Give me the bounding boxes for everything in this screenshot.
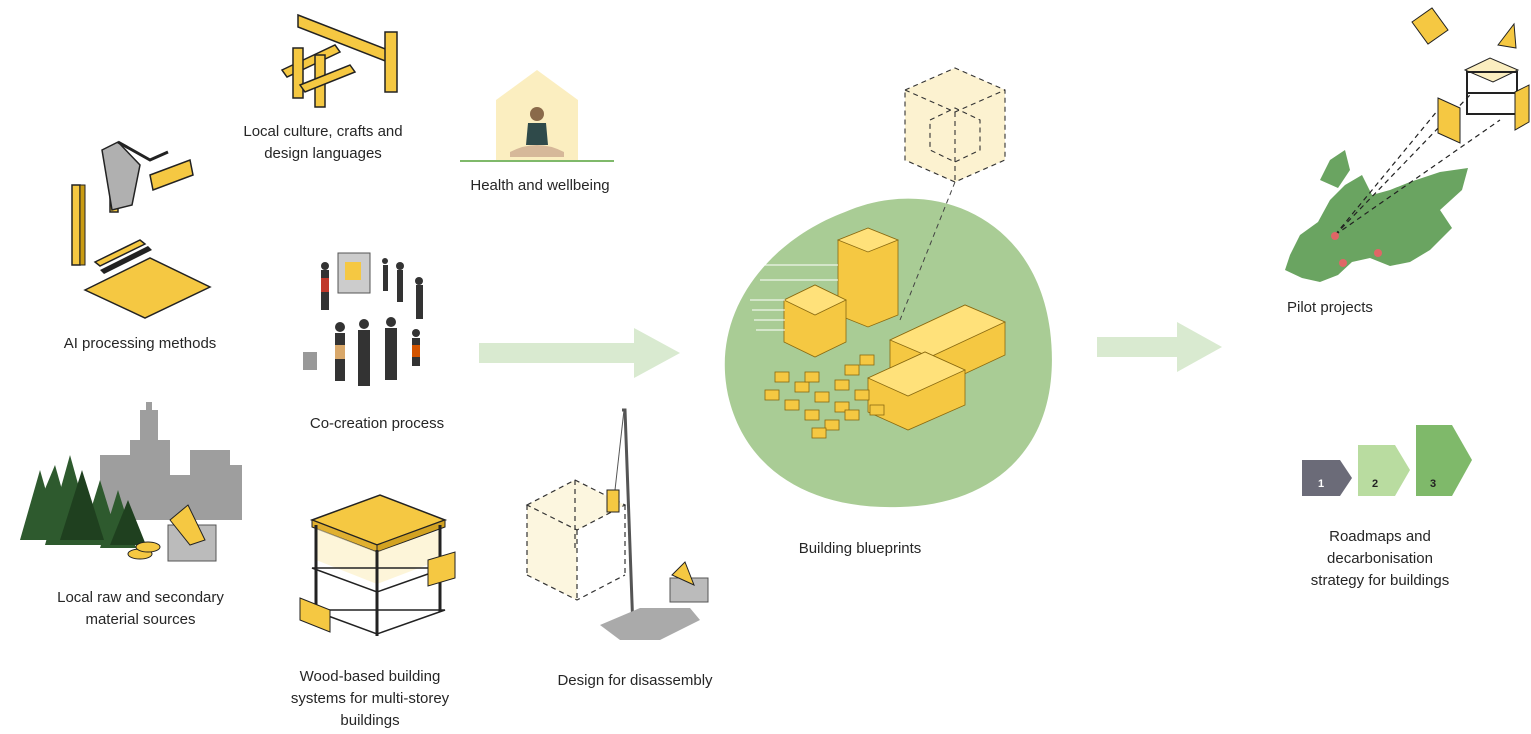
robot-arm-icon <box>71 140 212 319</box>
label-co-creation: Co-creation process <box>309 415 445 432</box>
europe-map-icon <box>1285 94 1501 282</box>
label-blueprints: Building blueprints <box>798 540 922 557</box>
label-disassembly: Design for disassembly <box>557 672 713 689</box>
roadmap-step-2 <box>1358 445 1410 496</box>
label-ai-processing: AI processing methods <box>63 335 217 352</box>
arrow-to-blueprints <box>479 328 680 378</box>
label-pilot-projects: Pilot projects <box>1287 299 1373 316</box>
city-forest-icon <box>20 402 242 562</box>
roadmap-step-3-label: 3 <box>1430 478 1436 490</box>
roadmap-step-2-label: 2 <box>1372 478 1378 490</box>
timber-joinery-icon <box>280 13 398 108</box>
wood-building-system-icon <box>299 494 456 636</box>
pilot-structure-icon <box>1411 7 1530 144</box>
co-creation-people-icon <box>303 252 423 386</box>
disassembly-crane-icon <box>525 408 709 640</box>
roadmap-steps: 1 2 3 <box>1302 425 1472 496</box>
meditation-house-icon <box>460 70 614 162</box>
roadmap-step-3 <box>1416 425 1472 496</box>
label-health: Health and wellbeing <box>470 177 610 194</box>
roadmap-step-1-label: 1 <box>1318 478 1324 490</box>
arrow-to-outcomes <box>1097 322 1222 372</box>
roadmap-step-1 <box>1302 460 1352 496</box>
blueprint-blob <box>724 67 1052 508</box>
